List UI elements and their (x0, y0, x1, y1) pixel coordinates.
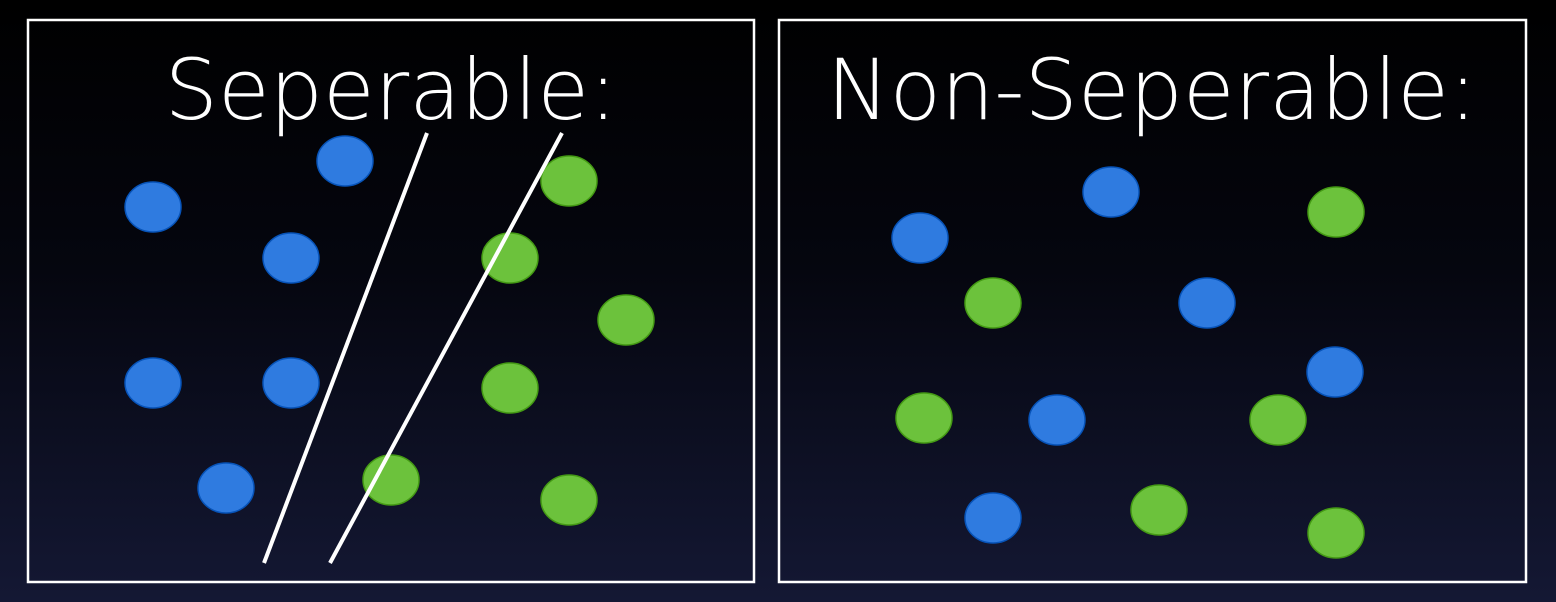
panel-separable-frame (26, 18, 756, 584)
green-point (597, 294, 655, 346)
blue-point (197, 462, 255, 514)
green-point (540, 155, 598, 207)
blue-point (124, 357, 182, 409)
blue-point (1178, 277, 1236, 329)
separator-line-2 (328, 132, 564, 564)
green-point (481, 232, 539, 284)
blue-point (891, 212, 949, 264)
panel-separable-title: Seperable: (165, 41, 618, 139)
panel-non-separable: Non-Seperable: (777, 18, 1528, 584)
green-point (540, 474, 598, 526)
green-point (362, 454, 420, 506)
panel-separable: Seperable: (26, 18, 756, 584)
green-point (895, 392, 953, 444)
panel-non-separable-frame (777, 18, 1528, 584)
green-point (1307, 186, 1365, 238)
green-point (1307, 507, 1365, 559)
separator-line-1 (262, 132, 429, 564)
blue-point (1082, 166, 1140, 218)
blue-point (1028, 394, 1086, 446)
blue-point (124, 181, 182, 233)
panel-non-separable-points (891, 166, 1365, 559)
green-point (964, 277, 1022, 329)
blue-point (262, 357, 320, 409)
green-point (1249, 394, 1307, 446)
green-point (481, 362, 539, 414)
green-point (1130, 484, 1188, 536)
panel-separable-points (124, 135, 655, 526)
blue-point (316, 135, 374, 187)
panel-non-separable-title: Non-Seperable: (827, 41, 1477, 139)
blue-point (964, 492, 1022, 544)
blue-point (1306, 346, 1364, 398)
blue-point (262, 232, 320, 284)
